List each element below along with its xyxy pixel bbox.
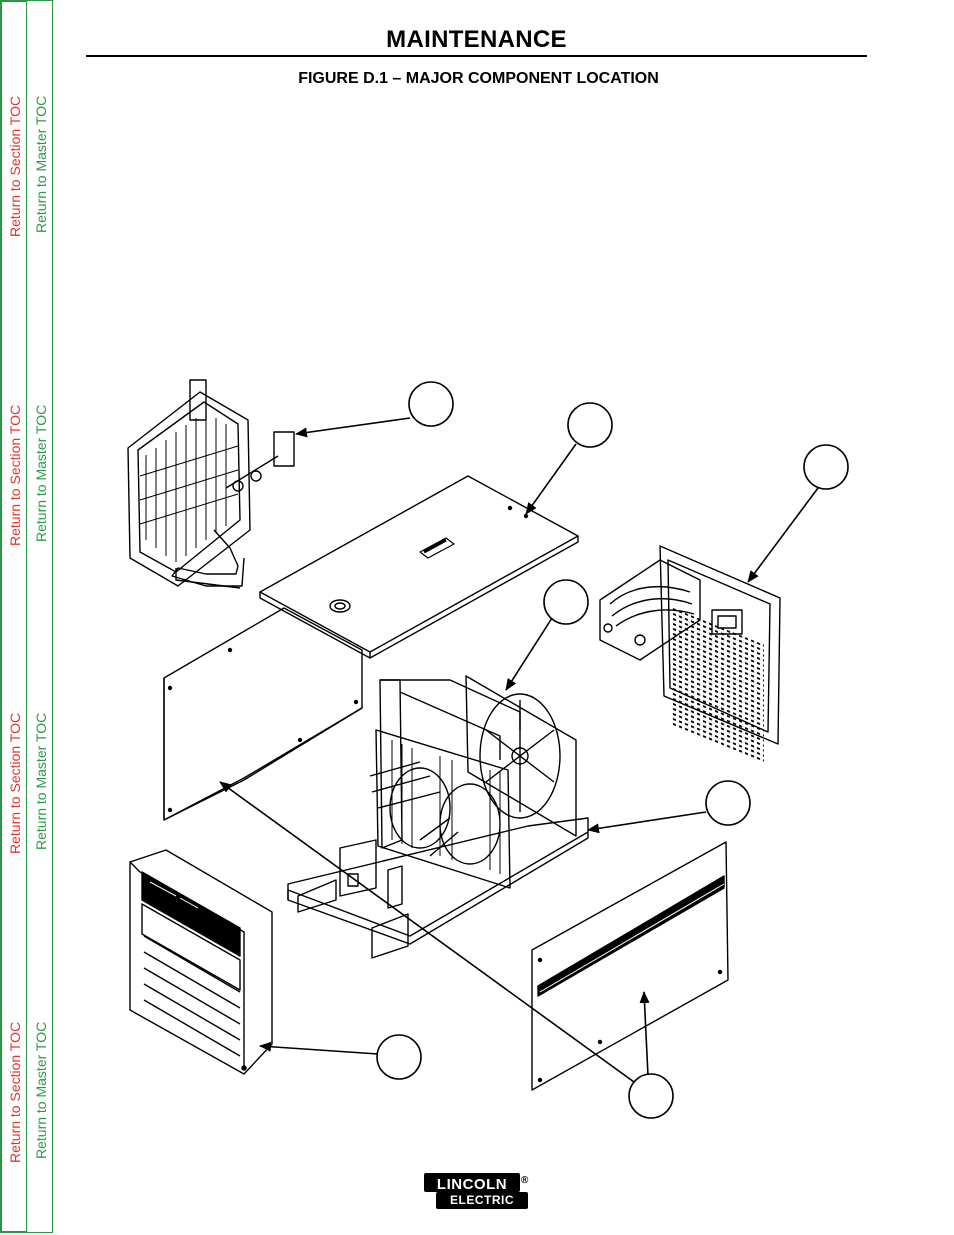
callout-circle	[705, 780, 751, 826]
left-side-panel	[163, 607, 363, 821]
page-title: MAINTENANCE	[386, 26, 567, 53]
leader-arrow	[505, 617, 553, 691]
right-side-panel	[531, 841, 729, 1091]
leader-arrow	[259, 1041, 379, 1055]
logo-lincoln: LINCOLN	[424, 1173, 520, 1193]
leader-arrow	[639, 991, 650, 1077]
callout-circle	[376, 1034, 422, 1080]
callout-circle	[803, 444, 849, 490]
toc-strip: Return to Section TOC Return to Master T…	[0, 0, 53, 1233]
leader-arrow	[295, 417, 411, 438]
leader-arrows	[219, 417, 819, 1083]
leader-arrow	[219, 781, 635, 1083]
figure-caption: FIGURE D.1 – MAJOR COMPONENT LOCATION	[298, 70, 659, 87]
case-front-assembly	[129, 849, 273, 1075]
top-cover	[259, 475, 579, 659]
callout-circle	[628, 1073, 674, 1119]
logo-electric: ELECTRIC	[436, 1192, 528, 1209]
callouts	[376, 381, 849, 1119]
leader-arrow	[747, 487, 819, 583]
leader-arrow	[587, 811, 707, 834]
base-transformer-assembly	[287, 675, 589, 959]
callout-circle	[408, 381, 454, 427]
rectifier-assembly	[127, 379, 295, 589]
leader-arrow	[525, 443, 577, 515]
title-rule	[86, 55, 867, 57]
toc-divider	[26, 1, 27, 1232]
callout-circle	[567, 402, 613, 448]
callout-circle	[543, 579, 589, 625]
registered-mark: ®	[521, 1175, 529, 1186]
rear-control-assembly	[599, 545, 781, 763]
lincoln-electric-logo: LINCOLN ELECTRIC ®	[424, 1173, 530, 1210]
